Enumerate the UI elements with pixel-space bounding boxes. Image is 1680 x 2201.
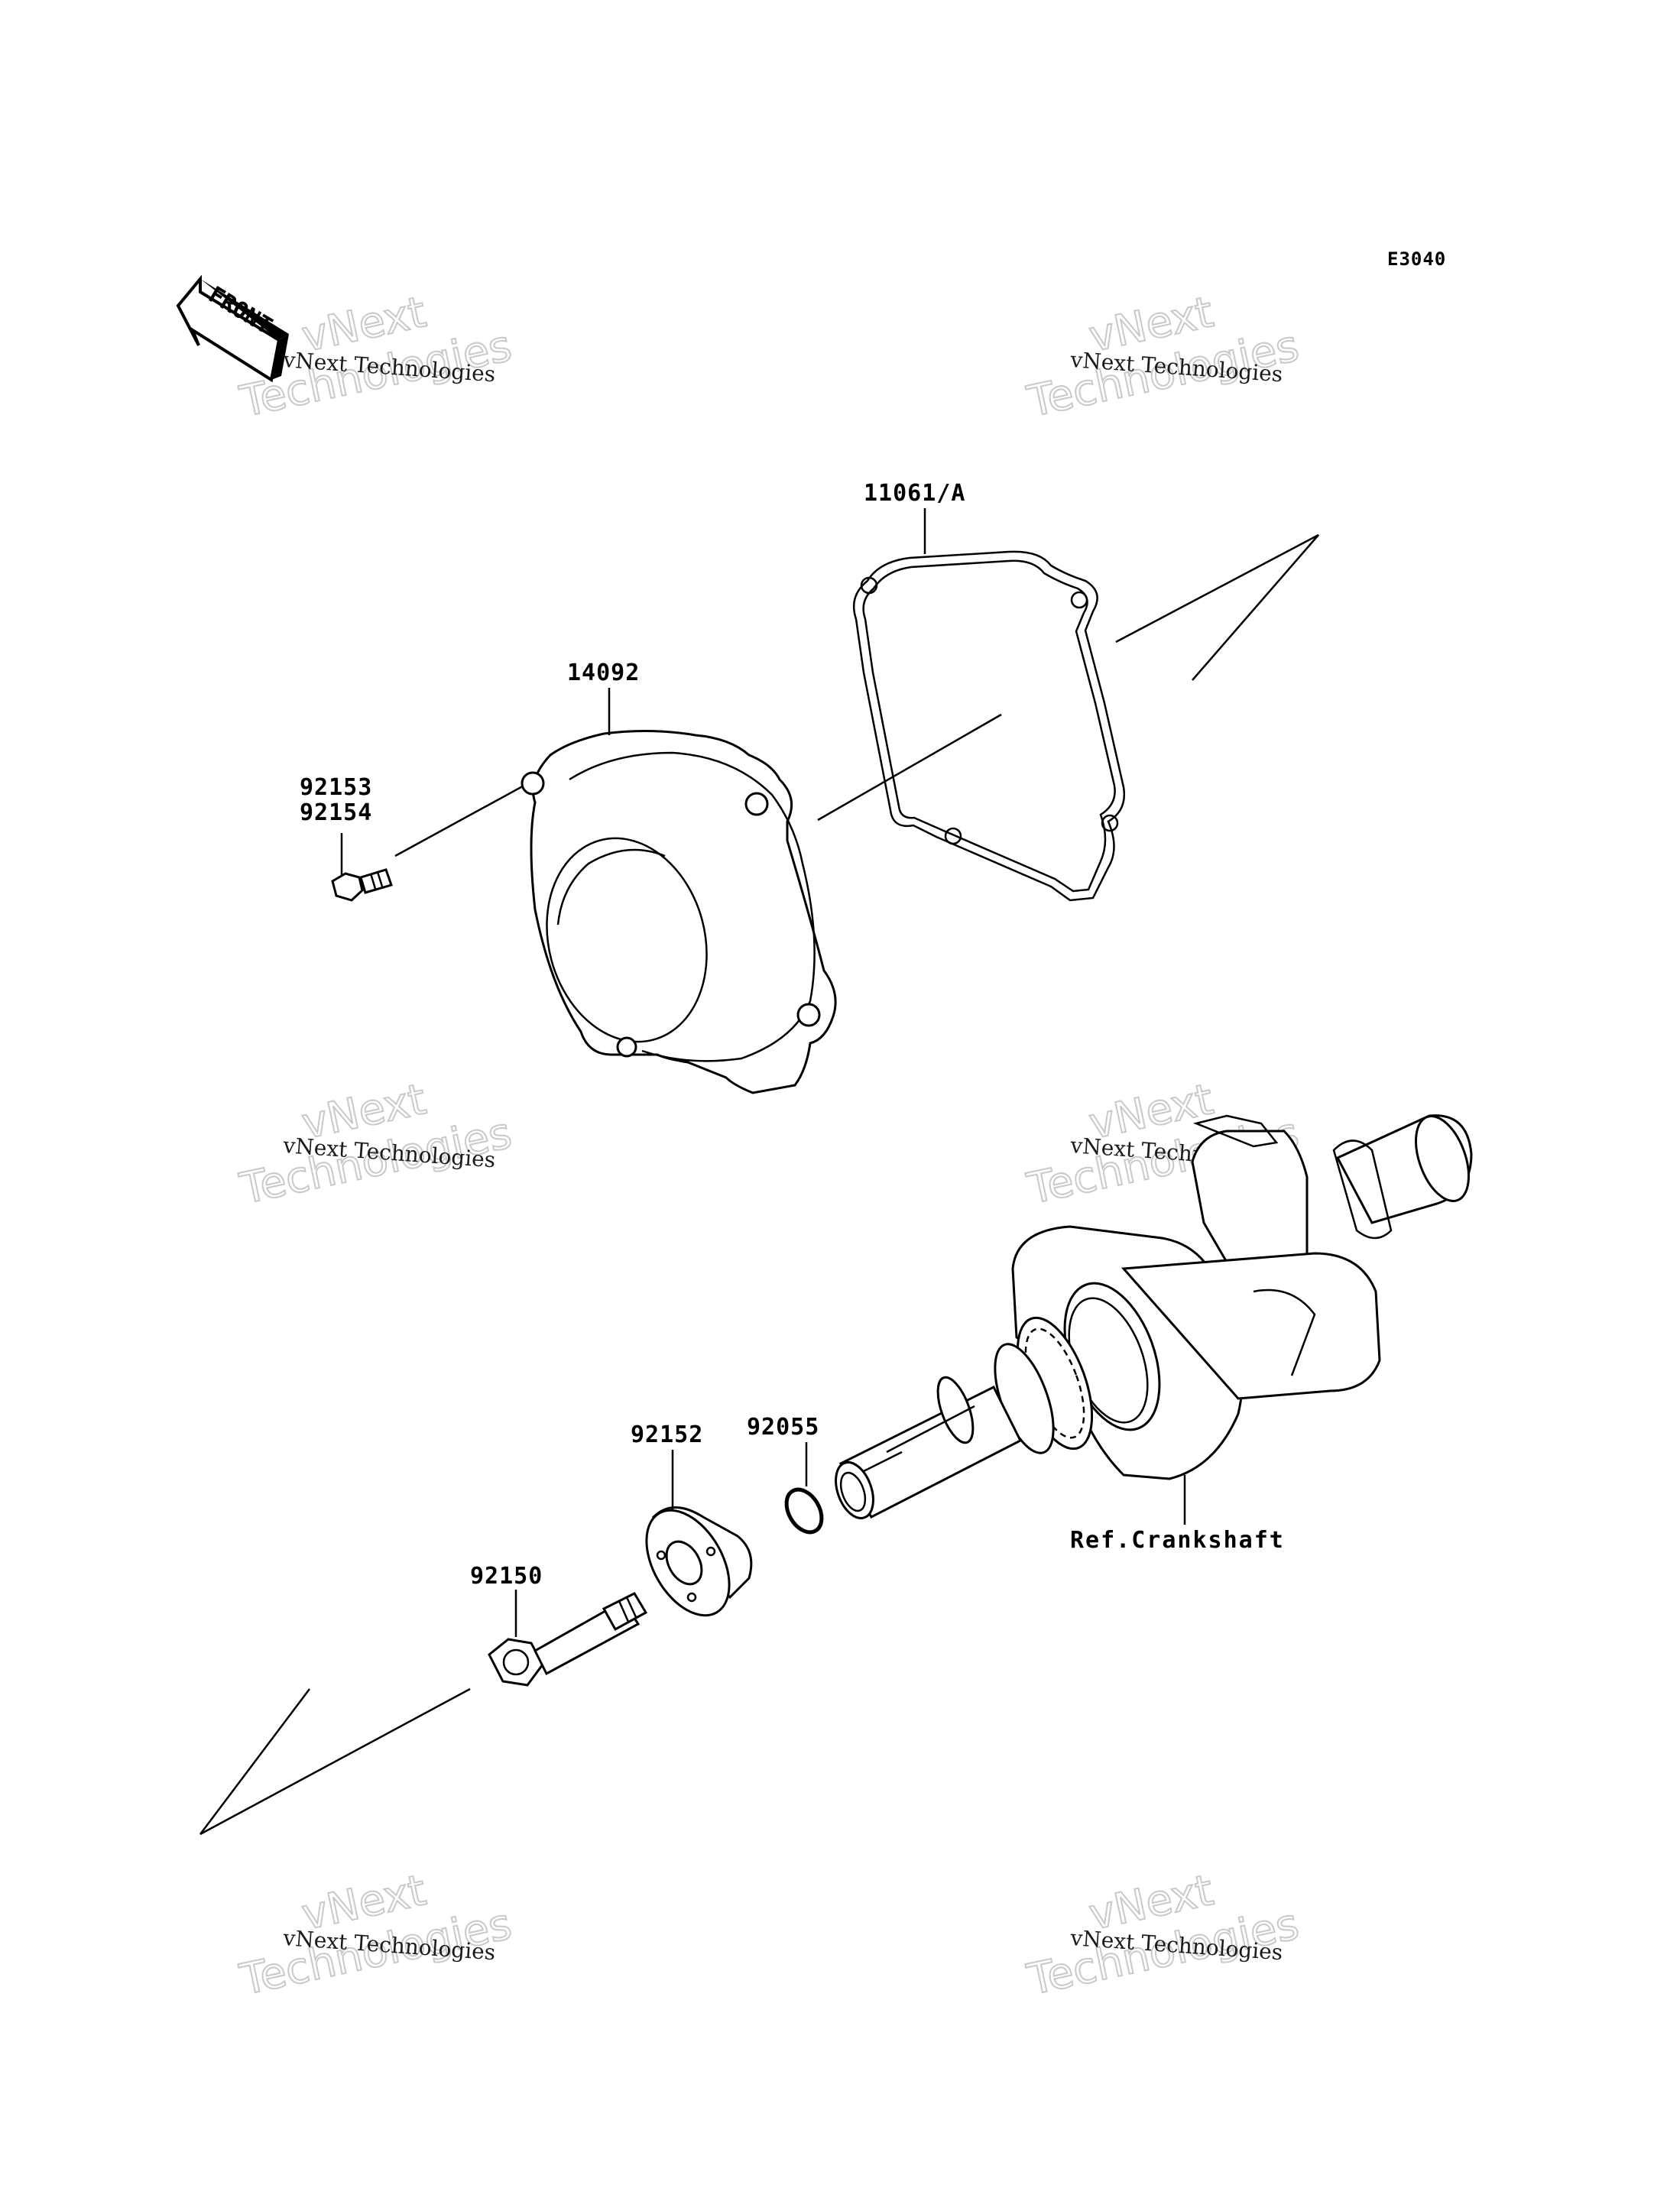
washer — [645, 1506, 753, 1617]
gasket — [852, 550, 1126, 902]
label-gasket: 11061/A — [864, 480, 965, 507]
label-bolt-a: 92153 — [300, 774, 372, 801]
o-ring — [784, 1487, 824, 1535]
cover — [521, 729, 837, 1094]
label-crankshaft-ref: Ref.Crankshaft — [1070, 1527, 1285, 1554]
crank-bolt — [488, 1592, 648, 1687]
diagram-code: E3040 — [1387, 248, 1446, 270]
cover-bolt — [331, 868, 393, 902]
watermark-top-right: vNext Technologies vNext Technologies — [1022, 287, 1303, 428]
watermark-bottom-right: vNext Technologies vNext Technologies — [1022, 1865, 1303, 2006]
center-lines — [199, 533, 1319, 1836]
front-arrow-icon: FRONT — [176, 274, 289, 383]
watermark-mid-left: vNext Technologies vNext Technologies — [235, 1074, 516, 1215]
label-o-ring: 92055 — [747, 1414, 819, 1441]
label-bolt-b: 92154 — [300, 799, 372, 826]
label-crank-bolt: 92150 — [470, 1563, 543, 1590]
label-cover: 14092 — [567, 660, 640, 686]
leader-lines — [340, 508, 1186, 1637]
watermark-bottom-left: vNext Technologies vNext Technologies — [235, 1865, 516, 2006]
label-washer: 92152 — [631, 1421, 703, 1448]
crankshaft — [835, 1114, 1473, 1519]
